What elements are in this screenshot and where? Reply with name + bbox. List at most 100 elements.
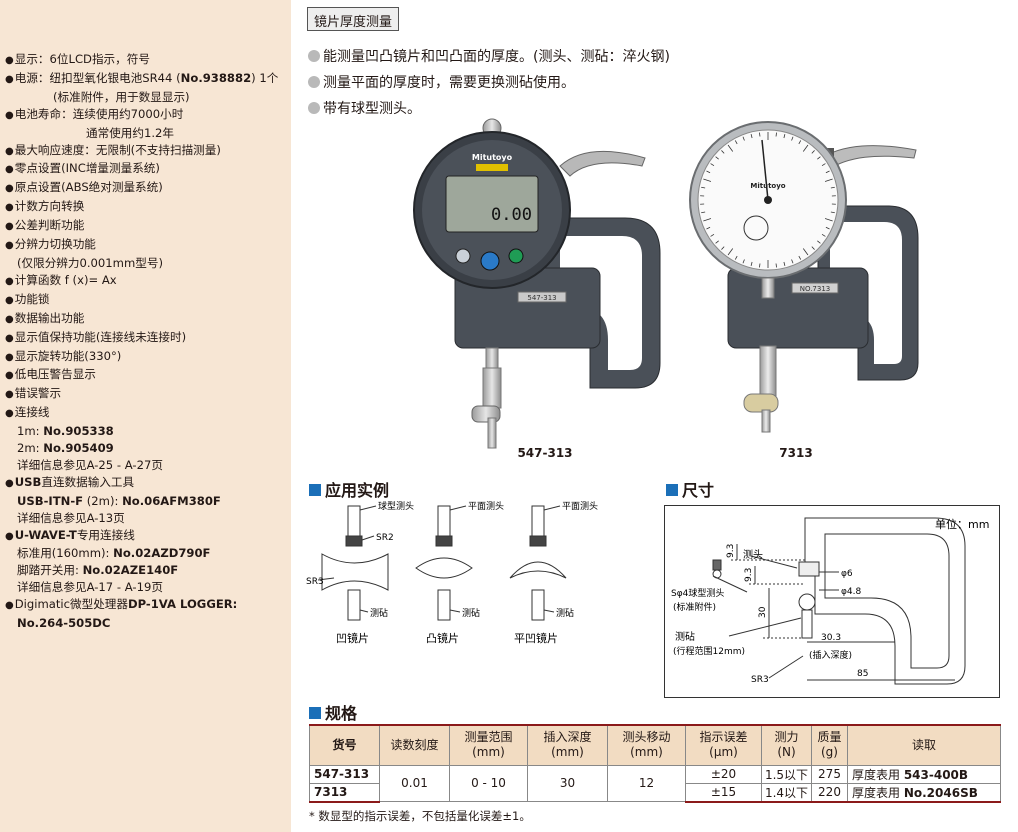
dim-value: 30 bbox=[758, 606, 768, 618]
col-header: 指示误差(μm) bbox=[685, 724, 762, 766]
bullet-dot-icon bbox=[308, 50, 320, 62]
feature-item: 1m: No.905338 bbox=[17, 424, 114, 439]
accessory-probe bbox=[712, 559, 722, 571]
col-header-line: (μm) bbox=[709, 745, 738, 760]
dial-tick bbox=[750, 261, 753, 266]
dim-value: φ4.8 bbox=[841, 587, 862, 597]
ball-probe-knurl bbox=[345, 535, 363, 547]
dial-tick bbox=[742, 259, 745, 264]
spec-table: 货号 读数刻度 测量范围(mm) 插入深度(mm) 测头移动(mm) 指示误差(… bbox=[309, 724, 1001, 803]
feature-item: 计数方向转换 bbox=[5, 198, 289, 217]
section-marker-icon bbox=[666, 484, 678, 496]
dim-value: 30.3 bbox=[821, 633, 841, 643]
dial-tick bbox=[791, 259, 794, 264]
feature-item: 低电压警告显示 bbox=[5, 366, 289, 385]
dial-tick bbox=[824, 218, 833, 222]
col-header: 读取 bbox=[847, 724, 1001, 766]
bullet-dot-icon bbox=[308, 76, 320, 88]
model-cell: 7313 bbox=[309, 782, 380, 803]
lcd-display bbox=[445, 175, 539, 233]
lift-knob bbox=[743, 393, 779, 413]
concave-lens bbox=[321, 553, 389, 591]
lever-arm bbox=[559, 150, 646, 177]
feature-item: 连接线 bbox=[5, 404, 289, 423]
dial-tick bbox=[715, 156, 719, 160]
dial-tick bbox=[783, 134, 786, 139]
example-caption: 平凹镜片 bbox=[514, 631, 558, 645]
brand-text: Mitutoyo bbox=[750, 182, 785, 190]
intro-line: 测量平面的厚度时，需要更换测砧使用。 bbox=[308, 72, 575, 92]
feature-item: 电源：纽扣型氧化银电池SR44 (No.938882) 1个 bbox=[5, 70, 289, 89]
model-plate bbox=[791, 282, 839, 294]
col-header-line: (mm) bbox=[472, 745, 505, 760]
data-button[interactable] bbox=[508, 248, 524, 264]
ball-probe-note: (标准附件) bbox=[673, 601, 716, 613]
dial-tick bbox=[798, 140, 802, 145]
feature-item: 2m: No.905409 bbox=[17, 441, 114, 456]
dial-tick bbox=[830, 186, 835, 189]
dial-tick bbox=[706, 226, 711, 230]
ball-probe-label: 球型测头 bbox=[378, 500, 414, 512]
dial-tick bbox=[710, 233, 715, 237]
insert-depth-note: (插入深度) bbox=[809, 649, 852, 661]
table-cell: 厚度表用 543-400B bbox=[847, 764, 1001, 784]
feature-item: 通常使用约1.2年 bbox=[86, 125, 175, 140]
intro-line: 能测量凹凸镜片和凹凸面的厚度。(测头、测砧：淬火钢) bbox=[308, 46, 670, 66]
digital-thickness-gauge-figure: 547-313 Mitutoyo 0.00 bbox=[413, 118, 661, 449]
feature-item: 原点设置(ABS绝对测量系统) bbox=[5, 179, 289, 198]
unit-label: 单位：mm bbox=[935, 517, 989, 531]
dial-tick bbox=[727, 144, 734, 152]
dim-value: 85 bbox=[857, 669, 868, 679]
dimension-drawing-svg: 单位：mm 9.3 9.3 30 测头 Sφ4球型测头 (标准附件) φ6 φ4… bbox=[671, 517, 989, 685]
dial-tick bbox=[759, 132, 761, 137]
table-cell: 0.01 bbox=[379, 764, 450, 802]
anvil-note: (行程范围12mm) bbox=[673, 645, 745, 657]
dim-value: 9.3 bbox=[726, 544, 736, 558]
dial-tick bbox=[775, 263, 777, 268]
feature-item: 零点设置(INC增量测量系统) bbox=[5, 160, 289, 179]
feature-item: 脚踏开关用: No.02AZE140F bbox=[17, 563, 179, 578]
dial-tick bbox=[734, 140, 738, 145]
col-header-line: 测力 bbox=[774, 730, 799, 745]
product-model-caption: 7313 bbox=[779, 446, 813, 460]
mode-button[interactable] bbox=[455, 248, 471, 264]
feature-item: 显示：6位LCD指示，符号 bbox=[5, 51, 289, 70]
ball-probe-shaft bbox=[347, 505, 361, 537]
table-row: 7313 ±15 1.4以下 220 厚度表用 No.2046SB bbox=[309, 782, 1001, 803]
dial-tick bbox=[703, 178, 712, 182]
probe-label: 测头 bbox=[743, 548, 763, 561]
dim-value: 9.3 bbox=[744, 568, 754, 582]
model-cell: 547-313 bbox=[309, 764, 380, 784]
lcd-reading: 0.00 bbox=[491, 205, 532, 225]
feature-item: 电池寿命：连续使用约7000小时 bbox=[5, 106, 289, 125]
product-model-caption: 547-313 bbox=[517, 446, 573, 460]
dial-tick bbox=[817, 240, 821, 244]
gauge-base bbox=[727, 267, 869, 349]
col-header: 读数刻度 bbox=[379, 724, 450, 766]
plano-concave-lens bbox=[509, 561, 567, 579]
table-cell: 0 - 10 bbox=[449, 764, 528, 802]
dial-tick bbox=[824, 178, 833, 182]
model-plate-text: NO.7313 bbox=[800, 285, 831, 293]
table-cell: 220 bbox=[811, 782, 848, 803]
section-marker-icon bbox=[309, 707, 321, 719]
example-caption: 凹镜片 bbox=[336, 631, 369, 645]
spindle bbox=[485, 347, 499, 369]
probe-outline bbox=[798, 561, 820, 577]
feature-item: USB-ITN-F (2m): No.06AFM380F bbox=[17, 493, 221, 508]
ball-probe-outline bbox=[798, 593, 816, 611]
anvil-post bbox=[761, 409, 771, 433]
specs-section-title: 规格 bbox=[309, 700, 357, 724]
col-header: 测量范围(mm) bbox=[449, 724, 528, 766]
dimensions-drawing: 单位：mm 9.3 9.3 30 测头 Sφ4球型测头 (标准附件) φ6 φ4… bbox=[664, 505, 1000, 698]
intro-line: 带有球型测头。 bbox=[308, 98, 421, 118]
col-header-line: (mm) bbox=[551, 745, 584, 760]
anvil-label: 测砧 bbox=[462, 607, 480, 619]
set-button[interactable] bbox=[480, 251, 500, 271]
col-header-line: (mm) bbox=[630, 745, 663, 760]
dial-tick bbox=[825, 226, 830, 230]
feature-item: 显示值保持功能(连接线未连接时) bbox=[5, 329, 289, 348]
dial-tick bbox=[734, 255, 738, 260]
col-header-line: 测头移动 bbox=[622, 730, 671, 745]
footnote: * 数显型的指示误差，不包括量化误差±1。 bbox=[309, 809, 531, 823]
